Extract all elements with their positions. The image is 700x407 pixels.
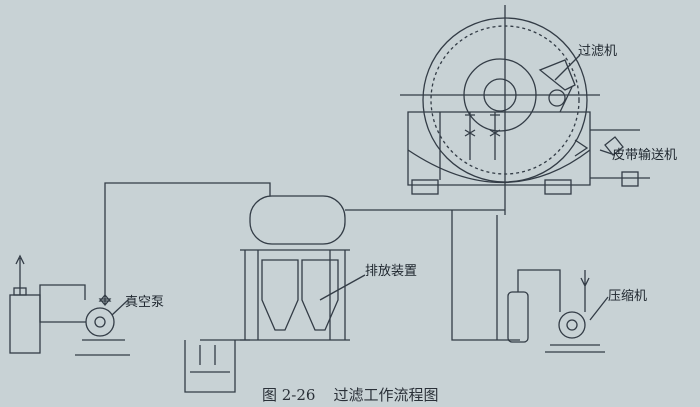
- pipes: [98, 182, 520, 341]
- figure-title: 过滤工作流程图: [333, 386, 439, 404]
- figure-caption: 图 2-26 过滤工作流程图: [262, 384, 456, 405]
- drum-filter: [400, 5, 600, 215]
- label-vacuum-pump: 真空泵: [125, 295, 165, 310]
- leader-lines: [111, 54, 616, 321]
- label-compressor: 压缩机: [608, 289, 648, 304]
- label-belt-conveyor: 皮带输送机: [612, 148, 678, 163]
- vacuum-pump: [9, 254, 130, 356]
- label-discharge: 排放装置: [365, 264, 418, 279]
- figure-number: 图 2-26: [262, 386, 316, 404]
- catch-basin: [184, 340, 236, 393]
- belt-conveyor: [574, 129, 650, 187]
- label-filter: 过滤机: [578, 44, 618, 59]
- compressor: [507, 269, 605, 353]
- receiver-tank: [240, 186, 350, 341]
